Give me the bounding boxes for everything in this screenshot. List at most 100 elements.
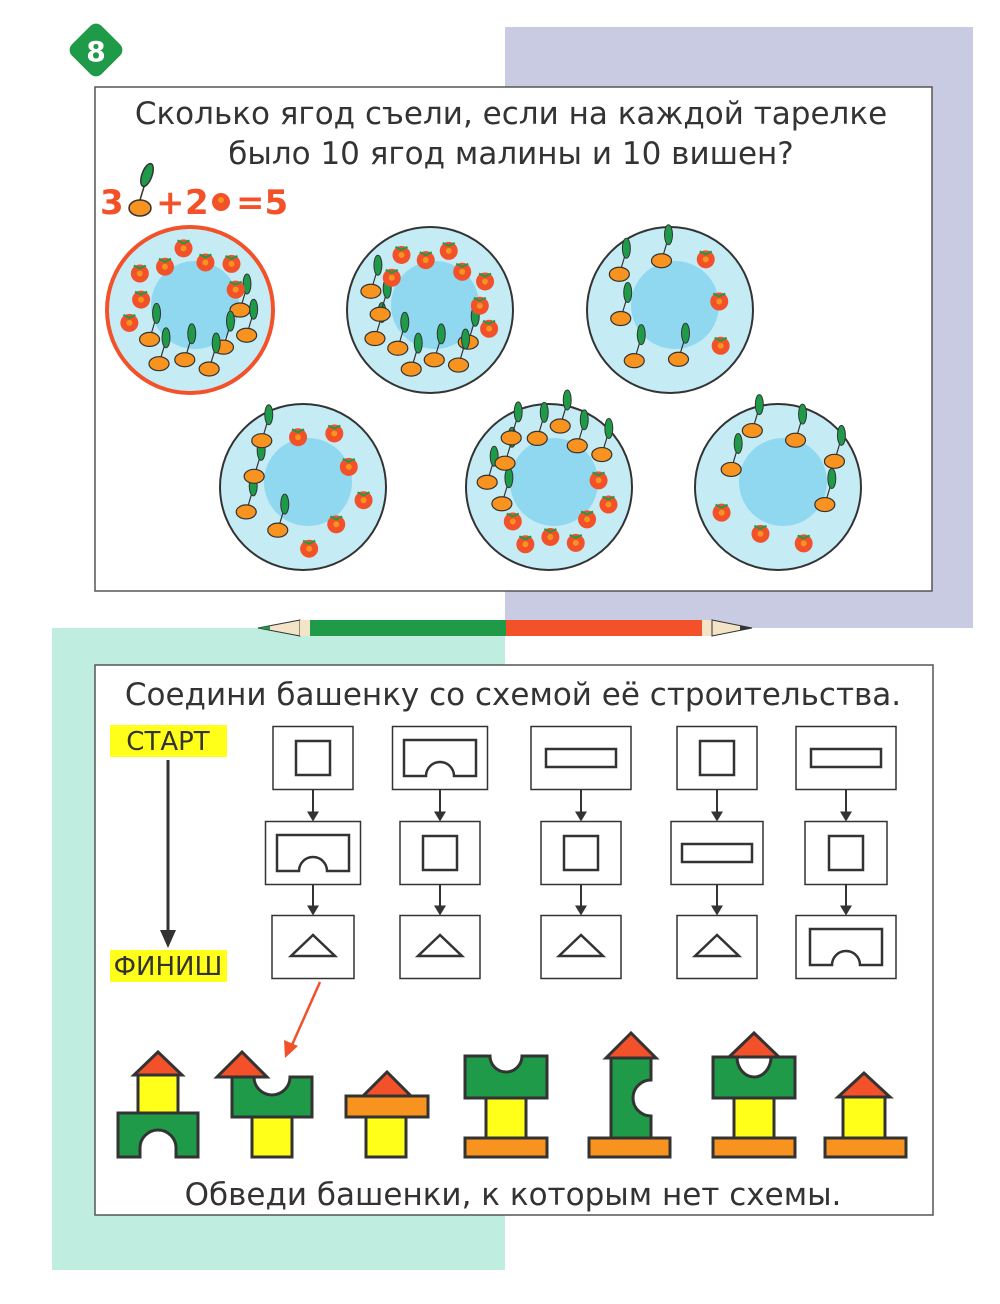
scheme-column[interactable]: [670, 725, 764, 980]
raspberry-icon: [480, 319, 499, 338]
raspberry-icon: [212, 193, 230, 211]
cherry-icon: [720, 432, 743, 478]
scheme-column[interactable]: [264, 725, 362, 980]
tower-1[interactable]: [116, 1049, 200, 1159]
raspberry-icon: [130, 264, 149, 283]
triangle-shape-icon: [414, 933, 466, 958]
raspberry-icon: [516, 535, 535, 554]
rect-shape-icon: [544, 747, 618, 769]
scheme-column[interactable]: [391, 725, 489, 980]
example-link-arrow: [284, 981, 322, 1058]
cherry-icon: [526, 401, 549, 446]
raspberry-icon: [599, 495, 618, 514]
cherry-icon: [610, 281, 633, 327]
plate: [694, 394, 862, 571]
raspberry-icon: [453, 262, 472, 281]
cherry-icon: [387, 311, 410, 356]
tower-4[interactable]: [463, 1054, 549, 1159]
cherry-icon: [400, 332, 423, 377]
example-plus: +: [156, 183, 185, 223]
schemes-group: [264, 725, 897, 980]
plates-group: [105, 224, 862, 571]
raspberry-icon: [470, 296, 489, 315]
triangle-shape-icon: [691, 933, 743, 958]
cherry-icon: [476, 445, 499, 490]
tower-3[interactable]: [344, 1069, 430, 1159]
raspberry-icon: [354, 491, 373, 510]
finish-label-bg: [110, 950, 227, 982]
arrow-down-icon: [840, 811, 852, 822]
raspberry-icon: [476, 272, 495, 291]
scheme-box: [399, 914, 481, 980]
arrow-head-icon: [160, 930, 176, 948]
square-shape-icon: [698, 739, 736, 777]
square-shape-icon: [562, 834, 600, 872]
raspberry-icon: [339, 457, 358, 476]
question-line1: Сколько ягод съели, если на каждой тарел…: [135, 96, 887, 132]
cherry-icon: [423, 323, 446, 368]
arrow-down-icon: [307, 905, 319, 916]
scheme-box: [540, 914, 622, 980]
page-number: 8: [86, 35, 105, 68]
example-raspberries-count: 2: [185, 183, 209, 223]
cherry-icon: [741, 394, 764, 439]
raspberry-icon: [589, 471, 608, 490]
cherry-icon: [138, 302, 162, 347]
cherry-icon: [814, 468, 837, 513]
example-equation: 3 + 2 =5: [100, 162, 288, 223]
raspberry-icon: [120, 313, 139, 332]
task2-instruction: Соедини башенку со схемой её строительст…: [125, 677, 901, 713]
cherry-icon: [491, 467, 514, 512]
triangle-shape-icon: [555, 933, 607, 958]
raspberry-icon: [711, 336, 730, 355]
tower-6[interactable]: [711, 1030, 797, 1159]
plate: [465, 389, 633, 571]
finish-label: ФИНИШ: [114, 952, 223, 982]
start-label-bg: [110, 725, 227, 757]
raspberry-icon: [392, 245, 411, 264]
scheme-box: [399, 820, 481, 886]
example-result: =5: [236, 183, 288, 223]
raspberry-icon: [566, 533, 585, 552]
scheme-column[interactable]: [795, 725, 897, 980]
arrow-down-icon: [840, 905, 852, 916]
raspberry-icon: [300, 539, 319, 558]
scheme-box: [795, 725, 897, 791]
arrow-down-icon: [434, 811, 446, 822]
scheme-box: [540, 820, 622, 886]
raspberry-icon: [578, 510, 597, 529]
scheme-column[interactable]: [530, 725, 632, 980]
raspberry-icon: [156, 257, 174, 276]
arrow-down-icon: [307, 811, 319, 822]
raspberry-icon: [289, 428, 308, 447]
start-label: СТАРТ: [126, 727, 210, 757]
tower-2[interactable]: [213, 1049, 314, 1159]
rect-shape-icon: [809, 747, 883, 769]
arrow-down-icon: [575, 811, 587, 822]
task2-footer: Обведи башенки, к которым нет схемы.: [185, 1177, 842, 1213]
raspberry-icon: [439, 241, 458, 260]
raspberry-icon: [710, 292, 729, 311]
scheme-box: [676, 914, 758, 980]
cherry-icon: [174, 323, 197, 368]
raspberry-icon: [222, 254, 241, 273]
tower-7[interactable]: [823, 1070, 908, 1159]
plate: [219, 403, 387, 571]
plate: [105, 225, 275, 395]
scheme-box: [804, 820, 888, 886]
cherry-icon: [229, 273, 252, 318]
cherry-icon: [198, 332, 221, 377]
tower-5[interactable]: [587, 1030, 672, 1159]
scheme-box: [530, 725, 632, 791]
square-shape-icon: [421, 834, 459, 872]
raspberry-icon: [327, 515, 346, 534]
cherry-icon: [549, 389, 572, 434]
cherry-icon: [667, 322, 690, 367]
raspberry-icon: [696, 250, 715, 269]
scheme-box: [795, 914, 897, 980]
raspberry-icon: [325, 424, 344, 443]
raspberry-icon: [751, 524, 770, 543]
cherry-icon: [566, 409, 589, 454]
raspberry-icon: [196, 253, 215, 272]
raspberry-icon: [174, 239, 193, 258]
